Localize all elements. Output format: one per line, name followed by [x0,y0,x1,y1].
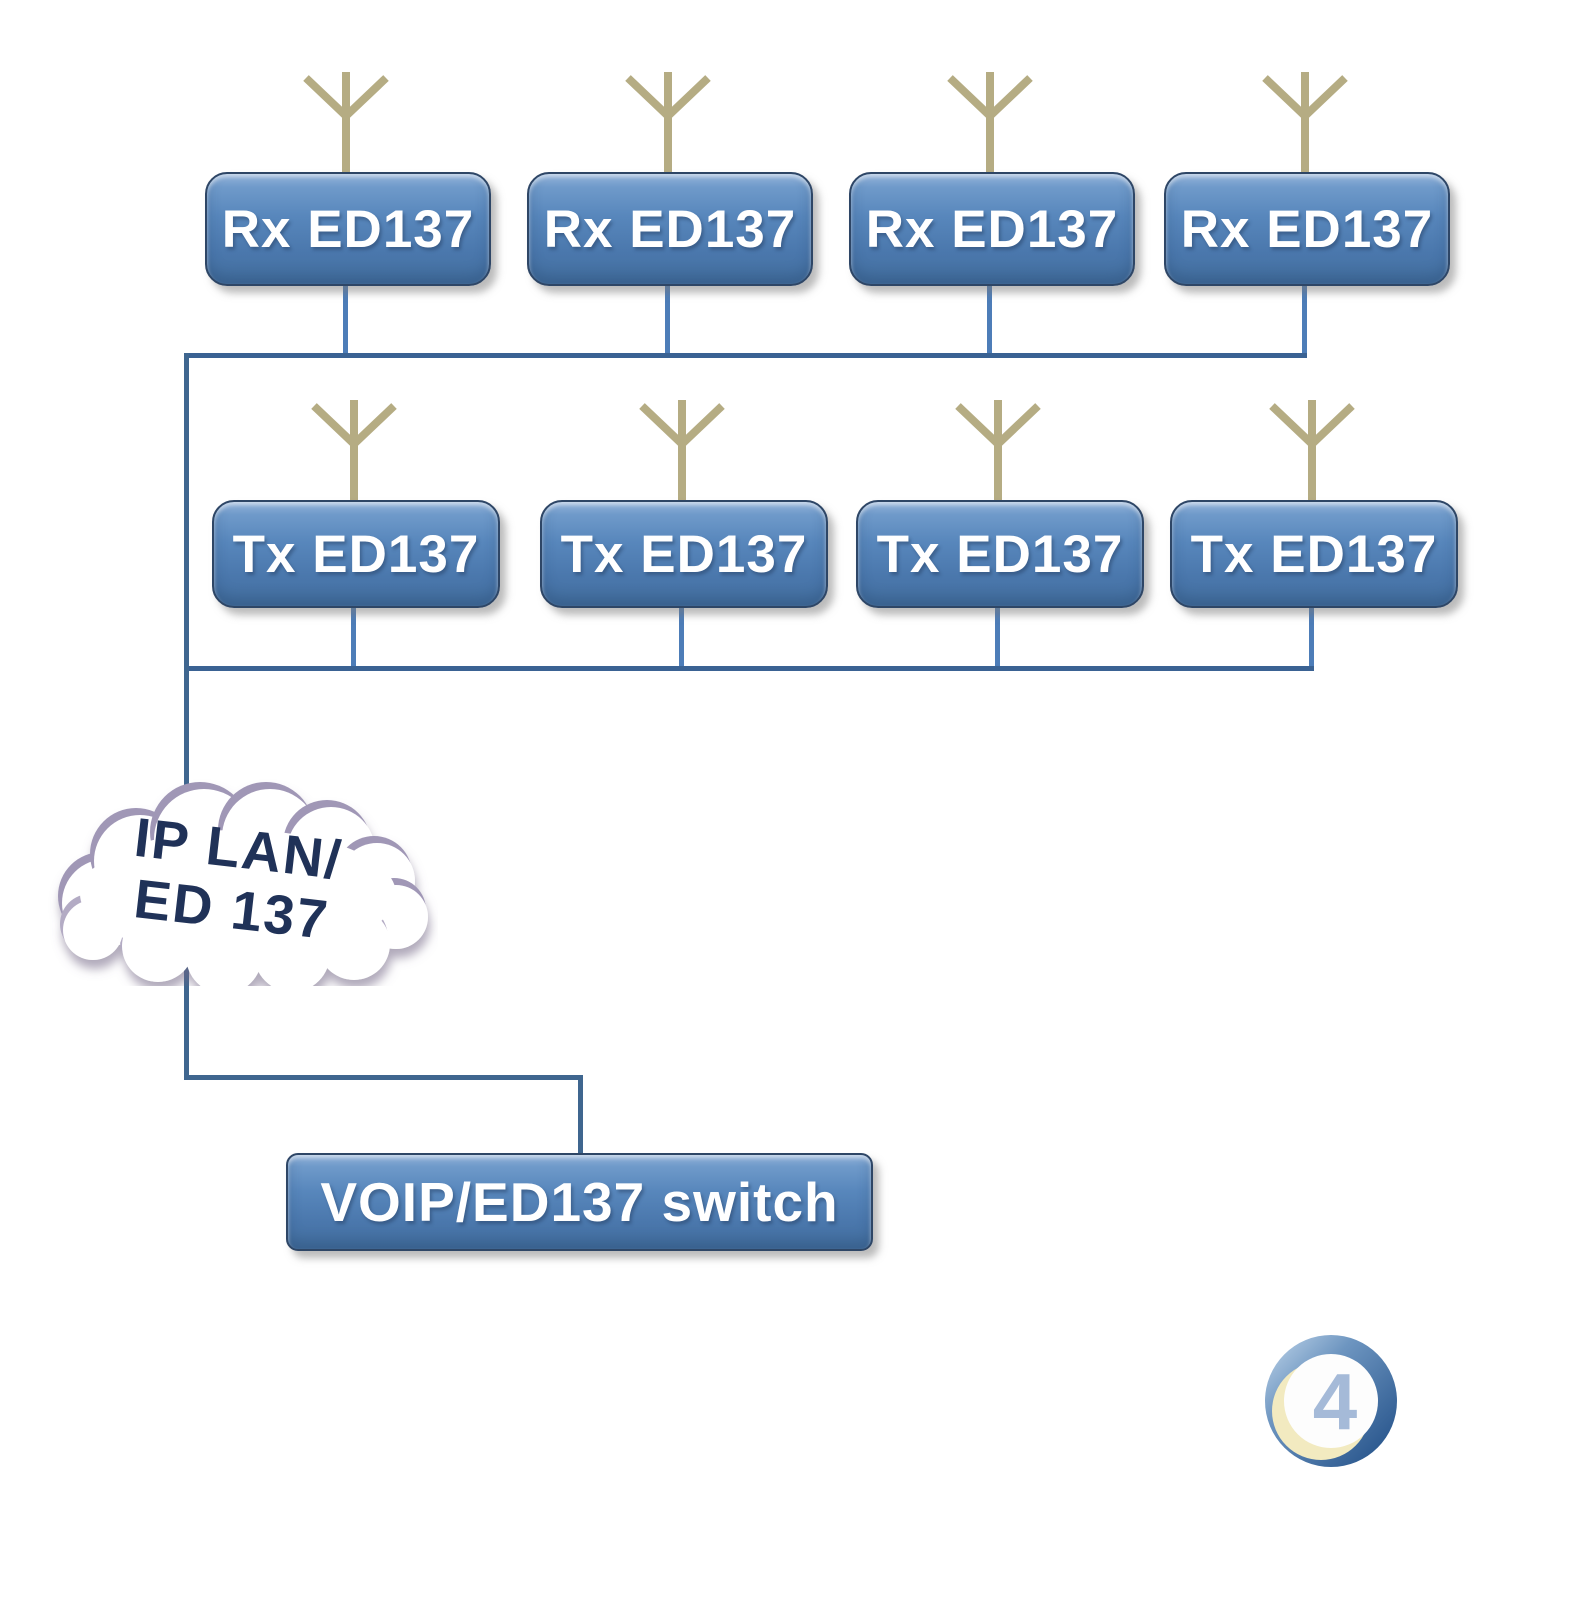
rx-node-1-label: Rx ED137 [221,199,475,259]
tx1-connector-line [351,600,356,671]
rx-node-4: Rx ED137 [1164,172,1450,286]
rx-node-3-label: Rx ED137 [865,199,1119,259]
tx3-connector-line [995,600,1000,671]
rx-node-3: Rx ED137 [849,172,1135,286]
rx-node-2: Rx ED137 [527,172,813,286]
numbered-circle-badge: 4 [1265,1335,1397,1467]
antenna-icon [625,72,711,178]
switch-drop-line [578,1075,583,1158]
antenna-icon [1269,400,1355,506]
tx-node-4: Tx ED137 [1170,500,1458,608]
antenna-icon [311,400,397,506]
tx2-connector-line [679,600,684,671]
badge-number: 4 [1313,1357,1358,1446]
rx-node-1: Rx ED137 [205,172,491,286]
antenna-icon [303,72,389,178]
tx-node-1: Tx ED137 [212,500,500,608]
antenna-icon [955,400,1041,506]
voip-switch-label: VOIP/ED137 switch [320,1171,839,1233]
voip-switch-node: VOIP/ED137 switch [286,1153,873,1251]
network-cloud-icon [58,782,428,986]
rx-bus-line [184,353,1307,358]
rx-node-4-label: Rx ED137 [1180,199,1434,259]
tx-node-3-label: Tx ED137 [876,524,1124,584]
tx-node-1-label: Tx ED137 [232,524,480,584]
antenna-icon [1262,72,1348,178]
rx3-connector-line [987,278,992,358]
tx-node-2: Tx ED137 [540,500,828,608]
rx-node-2-label: Rx ED137 [543,199,797,259]
tx-node-4-label: Tx ED137 [1190,524,1438,584]
rx2-connector-line [665,278,670,358]
antenna-icon [639,400,725,506]
rx4-connector-line [1302,278,1307,358]
tx-node-3: Tx ED137 [856,500,1144,608]
elbow-horizontal-line [184,1075,583,1080]
tx-bus-line [184,666,1314,671]
tx-node-2-label: Tx ED137 [560,524,808,584]
trunk-line [184,353,189,1080]
tx4-connector-line [1309,600,1314,671]
rx1-connector-line [343,278,348,358]
antenna-icon [947,72,1033,178]
